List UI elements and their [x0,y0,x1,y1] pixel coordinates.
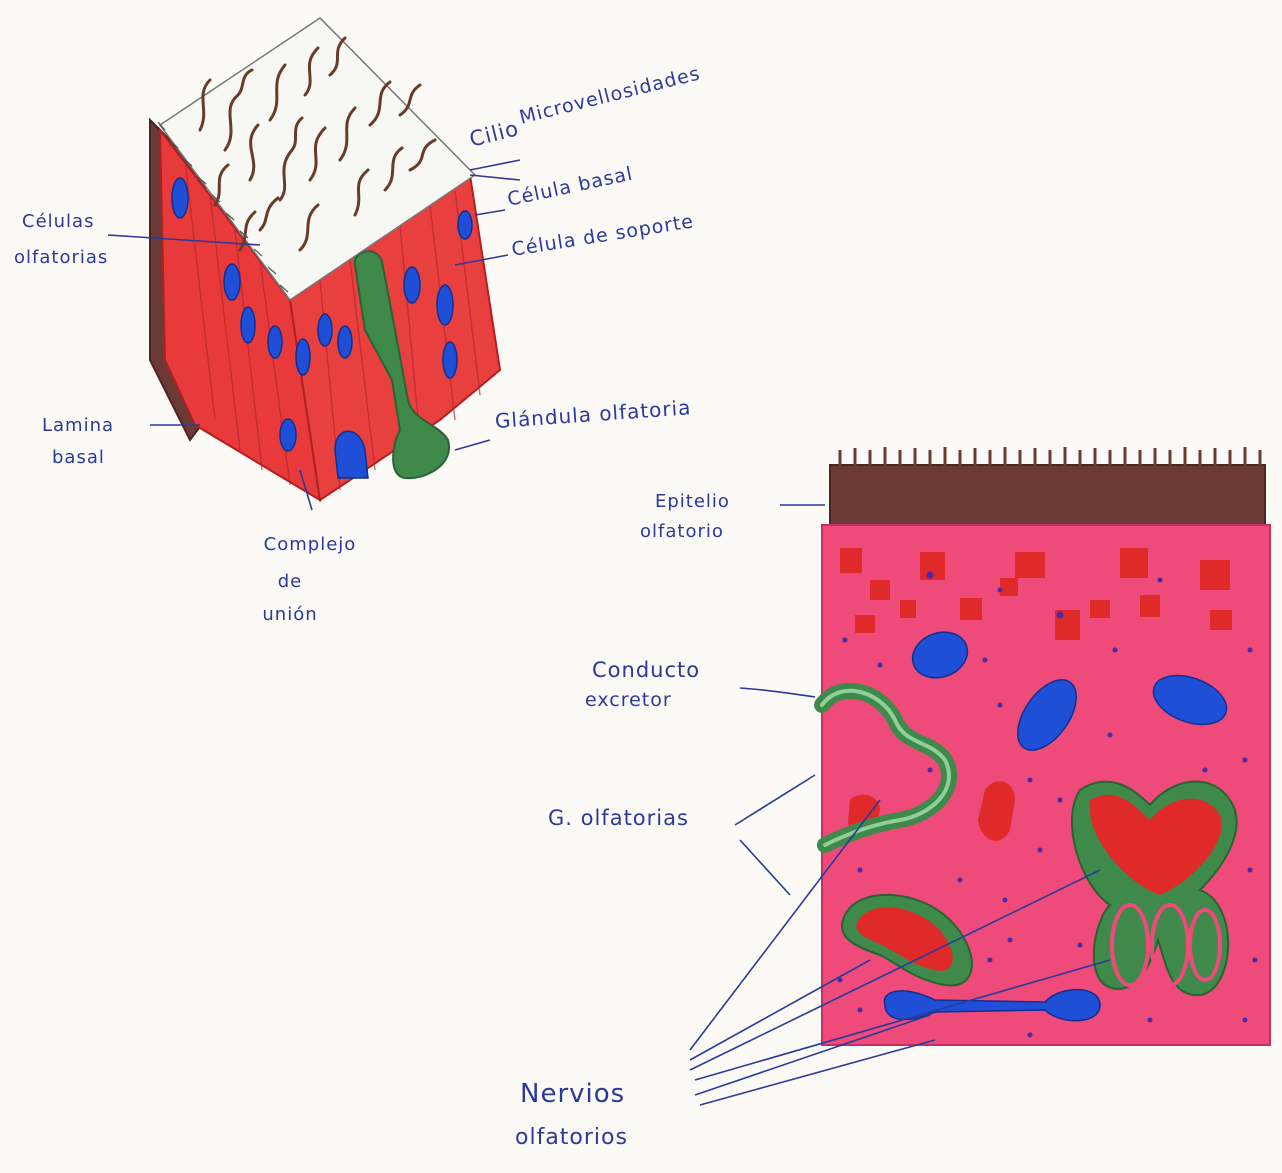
label-epitelio-line2: olfatorio [640,522,724,543]
label-epitelio-line1: Epitelio [655,492,730,513]
label-nervios-line1: Nervios [520,1080,625,1110]
label-lamina-basal-line2: basal [52,448,105,469]
lamina-propria-diagram [690,447,1270,1105]
epithelium-block-diagram [108,18,520,510]
label-conducto-line2: excretor [585,690,672,712]
label-complejo-union-line2: de [240,572,340,593]
label-celulas-olfatorias-line2: olfatorias [14,248,108,269]
label-complejo-union-line3: unión [240,605,340,626]
epithelium-band [830,465,1265,527]
label-g-olfatorias: G. olfatorias [548,806,689,830]
label-nervios-line2: olfatorios [515,1125,628,1150]
label-lamina-basal-line1: Lamina [42,416,114,437]
label-conducto-line1: Conducto [592,658,700,682]
label-complejo-union-line1: Complejo [240,535,380,556]
label-celulas-olfatorias-line1: Células [22,212,94,233]
